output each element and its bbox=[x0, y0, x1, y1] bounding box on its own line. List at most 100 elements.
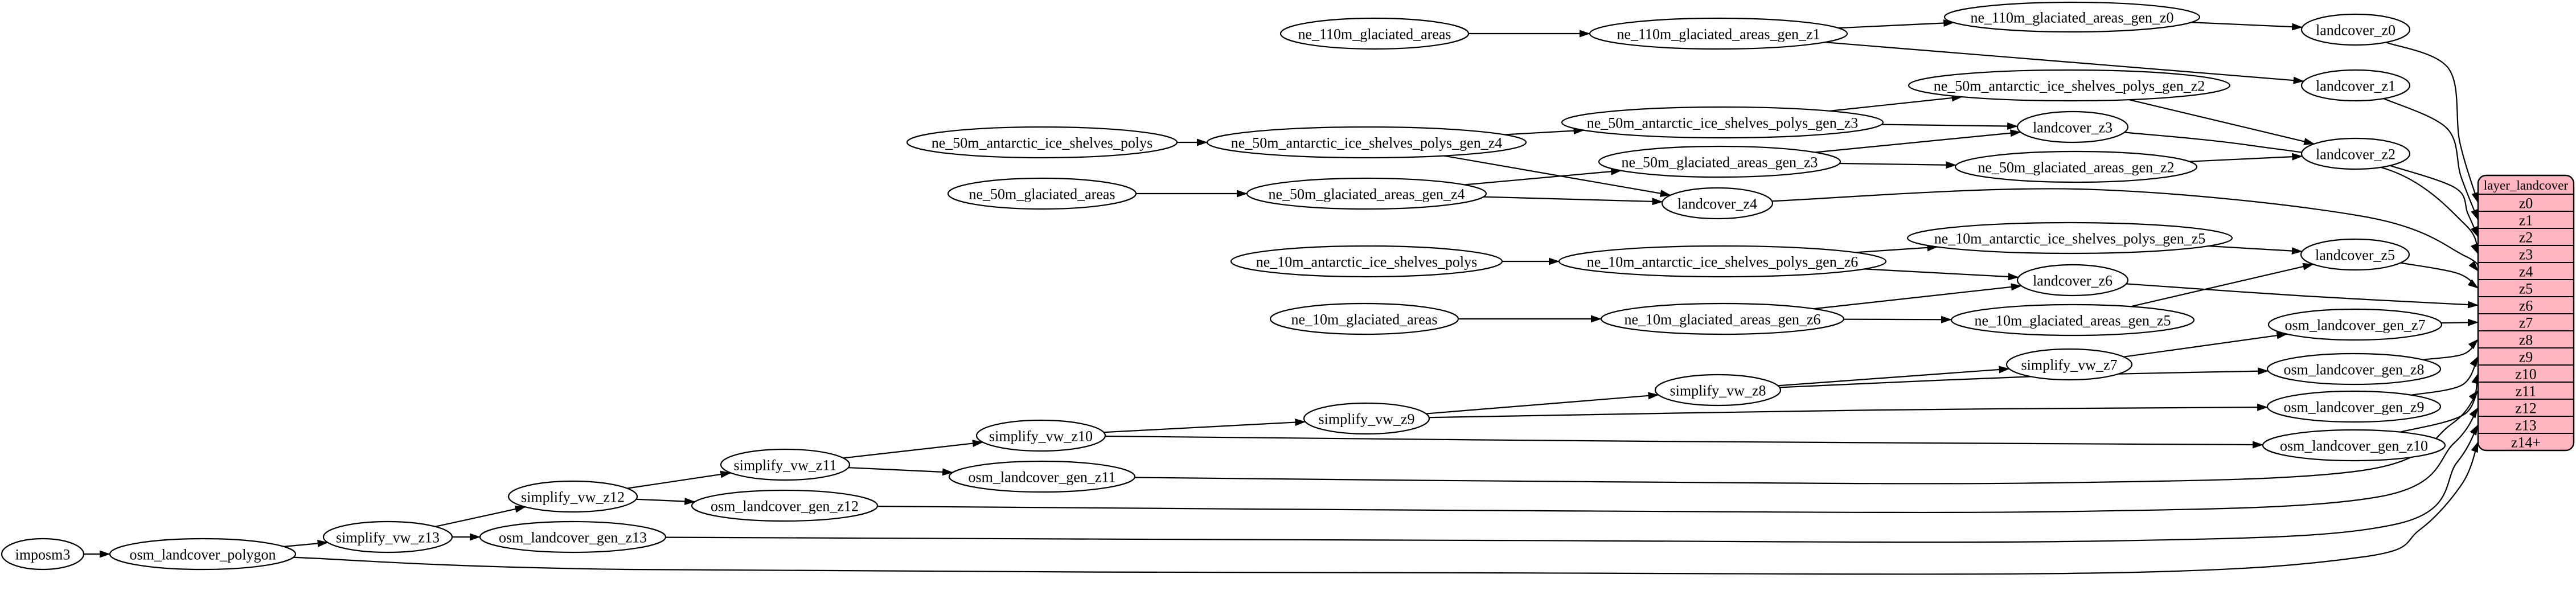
node-shape-osm_landcover_gen_z8 bbox=[2266, 352, 2442, 386]
node-label-landcover_z1: landcover_z1 bbox=[2316, 78, 2395, 95]
node-label-ne_10m_antarctic_ice_shelves_polys: ne_10m_antarctic_ice_shelves_polys bbox=[1256, 254, 1477, 270]
node-label-ne_10m_antarctic_ice_shelves_polys_gen_z6: ne_10m_antarctic_ice_shelves_polys_gen_z… bbox=[1587, 254, 1859, 270]
table-row-z4: z4 bbox=[2519, 264, 2533, 280]
node-label-simplify_vw_z9: simplify_vw_z9 bbox=[1319, 411, 1415, 428]
layer-table: layer_landcoverz0z1z2z3z4z5z6z7z8z9z10z1… bbox=[2477, 174, 2575, 452]
node-shape-osm_landcover_gen_z10 bbox=[2262, 429, 2446, 462]
node-ne_50m_glaciated_areas: ne_50m_glaciated_areas bbox=[947, 177, 1137, 210]
node-ne_50m_glaciated_areas_gen_z2: ne_50m_glaciated_areas_gen_z2 bbox=[1954, 150, 2198, 183]
table-row-z2: z2 bbox=[2519, 229, 2533, 246]
node-shape-landcover_z0 bbox=[2300, 13, 2411, 46]
table-row-z3: z3 bbox=[2519, 247, 2533, 263]
node-shape-ne_10m_glaciated_areas_gen_z5 bbox=[1950, 304, 2195, 337]
edge-simplify_vw_z10-to-simplify_vw_z9 bbox=[1104, 419, 1306, 433]
table-row-z7: z7 bbox=[2519, 315, 2533, 331]
node-label-ne_10m_glaciated_areas: ne_10m_glaciated_areas bbox=[1291, 311, 1438, 328]
node-label-ne_50m_glaciated_areas_gen_z3: ne_50m_glaciated_areas_gen_z3 bbox=[1621, 154, 1818, 171]
node-shape-ne_50m_glaciated_areas bbox=[947, 177, 1137, 210]
node-landcover_z0: landcover_z0 bbox=[2300, 13, 2411, 46]
node-label-ne_10m_glaciated_areas_gen_z6: ne_10m_glaciated_areas_gen_z6 bbox=[1624, 311, 1820, 328]
node-label-ne_50m_antarctic_ice_shelves_polys_gen_z2: ne_50m_antarctic_ice_shelves_polys_gen_z… bbox=[1934, 78, 2205, 95]
node-shape-landcover_z4 bbox=[1661, 187, 1774, 220]
node-shape-osm_landcover_gen_z11 bbox=[948, 460, 1136, 493]
edge-simplify_vw_z12-to-osm_landcover_gen_z12 bbox=[636, 497, 696, 505]
node-osm_landcover_polygon: osm_landcover_polygon bbox=[109, 538, 297, 571]
table-row-z8: z8 bbox=[2519, 332, 2533, 348]
edge-ne_50m_antarctic_ice_shelves_polys_gen_z2-to-landcover_z2 bbox=[2128, 99, 2315, 145]
node-label-osm_landcover_gen_z9: osm_landcover_gen_z9 bbox=[2284, 399, 2425, 416]
node-simplify_vw_z7: simplify_vw_z7 bbox=[2005, 348, 2133, 381]
node-label-landcover_z3: landcover_z3 bbox=[2033, 120, 2113, 136]
node-shape-simplify_vw_z9 bbox=[1303, 402, 1430, 435]
node-simplify_vw_z8: simplify_vw_z8 bbox=[1654, 374, 1782, 407]
node-shape-ne_10m_glaciated_areas_gen_z6 bbox=[1600, 302, 1845, 335]
node-label-osm_landcover_gen_z8: osm_landcover_gen_z8 bbox=[2284, 362, 2425, 378]
node-landcover_z3: landcover_z3 bbox=[2016, 110, 2129, 143]
edge-simplify_vw_z9-to-simplify_vw_z8 bbox=[1426, 392, 1659, 415]
table-row-z10: z10 bbox=[2515, 366, 2537, 383]
edge-ne_50m_glaciated_areas_gen_z4-to-landcover_z4 bbox=[1483, 196, 1663, 206]
node-shape-ne_110m_glaciated_areas_gen_z0 bbox=[1943, 1, 2201, 33]
node-label-ne_50m_glaciated_areas: ne_50m_glaciated_areas bbox=[969, 186, 1115, 203]
node-label-osm_landcover_polygon: osm_landcover_polygon bbox=[129, 547, 276, 563]
edge-simplify_vw_z10-to-osm_landcover_gen_z10 bbox=[1105, 435, 2264, 449]
edge-osm_landcover_gen_z12-to-layer_landcover-z12 bbox=[877, 407, 2479, 514]
node-ne_10m_antarctic_ice_shelves_polys_gen_z5: ne_10m_antarctic_ice_shelves_polys_gen_z… bbox=[1906, 222, 2233, 255]
node-ne_50m_antarctic_ice_shelves_polys_gen_z4: ne_50m_antarctic_ice_shelves_polys_gen_z… bbox=[1206, 126, 1527, 159]
node-simplify_vw_z12: simplify_vw_z12 bbox=[507, 480, 638, 513]
node-label-ne_50m_glaciated_areas_gen_z2: ne_50m_glaciated_areas_gen_z2 bbox=[1978, 159, 2174, 176]
node-osm_landcover_gen_z10: osm_landcover_gen_z10 bbox=[2262, 429, 2446, 462]
node-ne_110m_glaciated_areas_gen_z1: ne_110m_glaciated_areas_gen_z1 bbox=[1589, 17, 1848, 50]
table-row-z6: z6 bbox=[2519, 298, 2533, 314]
edges-layer bbox=[84, 19, 2479, 575]
node-shape-ne_110m_glaciated_areas bbox=[1279, 17, 1470, 50]
edge-osm_landcover_gen_z9-to-layer_landcover-z9 bbox=[2411, 356, 2479, 396]
node-label-landcover_z6: landcover_z6 bbox=[2033, 273, 2113, 289]
edge-simplify_vw_z9-to-osm_landcover_gen_z9 bbox=[1429, 403, 2269, 419]
node-ne_50m_glaciated_areas_gen_z3: ne_50m_glaciated_areas_gen_z3 bbox=[1598, 145, 1841, 178]
node-label-osm_landcover_gen_z12: osm_landcover_gen_z12 bbox=[711, 498, 859, 515]
edge-osm_landcover_polygon-to-layer_landcover-z14+ bbox=[293, 441, 2479, 575]
edge-ne_50m_antarctic_ice_shelves_polys_gen_z3-to-ne_50m_antarctic_ice_shelves_polys_gen_z2 bbox=[1830, 94, 1963, 112]
node-shape-imposm3 bbox=[1, 538, 85, 571]
edge-ne_50m_antarctic_ice_shelves_polys_gen_z4-to-ne_50m_antarctic_ice_shelves_polys_gen_z3 bbox=[1504, 127, 1585, 136]
node-label-ne_110m_glaciated_areas_gen_z1: ne_110m_glaciated_areas_gen_z1 bbox=[1617, 26, 1820, 43]
node-simplify_vw_z10: simplify_vw_z10 bbox=[975, 419, 1106, 452]
node-label-ne_50m_glaciated_areas_gen_z4: ne_50m_glaciated_areas_gen_z4 bbox=[1268, 186, 1465, 203]
node-label-ne_10m_glaciated_areas_gen_z5: ne_10m_glaciated_areas_gen_z5 bbox=[1974, 313, 2171, 329]
node-ne_10m_antarctic_ice_shelves_polys: ne_10m_antarctic_ice_shelves_polys bbox=[1230, 245, 1503, 278]
edge-ne_10m_glaciated_areas_gen_z5-to-landcover_z5 bbox=[2130, 263, 2314, 307]
table-row-z13: z13 bbox=[2515, 417, 2537, 434]
edge-landcover_z0-to-layer_landcover-z0 bbox=[2386, 42, 2479, 203]
edge-simplify_vw_z11-to-simplify_vw_z10 bbox=[843, 440, 983, 459]
node-landcover_z1: landcover_z1 bbox=[2300, 69, 2411, 102]
node-imposm3: imposm3 bbox=[1, 538, 85, 571]
table-row-z1: z1 bbox=[2519, 212, 2533, 229]
edge-osm_landcover_gen_z13-to-layer_landcover-z13 bbox=[665, 424, 2479, 543]
table-row-z9: z9 bbox=[2519, 349, 2533, 366]
nodes-layer: imposm3 osm_landcover_polygon simplify_vw_… bbox=[1, 1, 2446, 571]
edge-osm_landcover_polygon-to-simplify_vw_z13 bbox=[284, 539, 329, 547]
node-shape-osm_landcover_polygon bbox=[109, 538, 297, 571]
node-shape-simplify_vw_z12 bbox=[507, 480, 638, 513]
node-label-landcover_z5: landcover_z5 bbox=[2315, 247, 2395, 264]
node-shape-landcover_z2 bbox=[2300, 137, 2411, 170]
node-shape-simplify_vw_z7 bbox=[2005, 348, 2133, 381]
edge-simplify_vw_z13-to-simplify_vw_z12 bbox=[435, 505, 526, 527]
node-ne_10m_glaciated_areas_gen_z5: ne_10m_glaciated_areas_gen_z5 bbox=[1950, 304, 2195, 337]
node-label-ne_110m_glaciated_areas_gen_z0: ne_110m_glaciated_areas_gen_z0 bbox=[1970, 10, 2173, 26]
node-label-simplify_vw_z12: simplify_vw_z12 bbox=[521, 489, 625, 506]
node-label-simplify_vw_z8: simplify_vw_z8 bbox=[1670, 383, 1766, 399]
node-shape-simplify_vw_z11 bbox=[720, 448, 851, 481]
node-shape-ne_10m_glaciated_areas bbox=[1269, 302, 1459, 335]
node-ne_50m_antarctic_ice_shelves_polys: ne_50m_antarctic_ice_shelves_polys bbox=[906, 126, 1178, 159]
node-shape-ne_50m_antarctic_ice_shelves_polys bbox=[906, 126, 1178, 159]
node-label-ne_50m_antarctic_ice_shelves_polys_gen_z3: ne_50m_antarctic_ice_shelves_polys_gen_z… bbox=[1587, 115, 1859, 132]
node-osm_landcover_gen_z11: osm_landcover_gen_z11 bbox=[948, 460, 1136, 493]
node-shape-landcover_z3 bbox=[2016, 110, 2129, 143]
edge-ne_50m_glaciated_areas_gen_z2-to-landcover_z2 bbox=[2189, 153, 2303, 162]
node-shape-osm_landcover_gen_z9 bbox=[2266, 390, 2442, 423]
node-shape-osm_landcover_gen_z12 bbox=[691, 489, 879, 522]
node-label-simplify_vw_z13: simplify_vw_z13 bbox=[336, 530, 440, 546]
